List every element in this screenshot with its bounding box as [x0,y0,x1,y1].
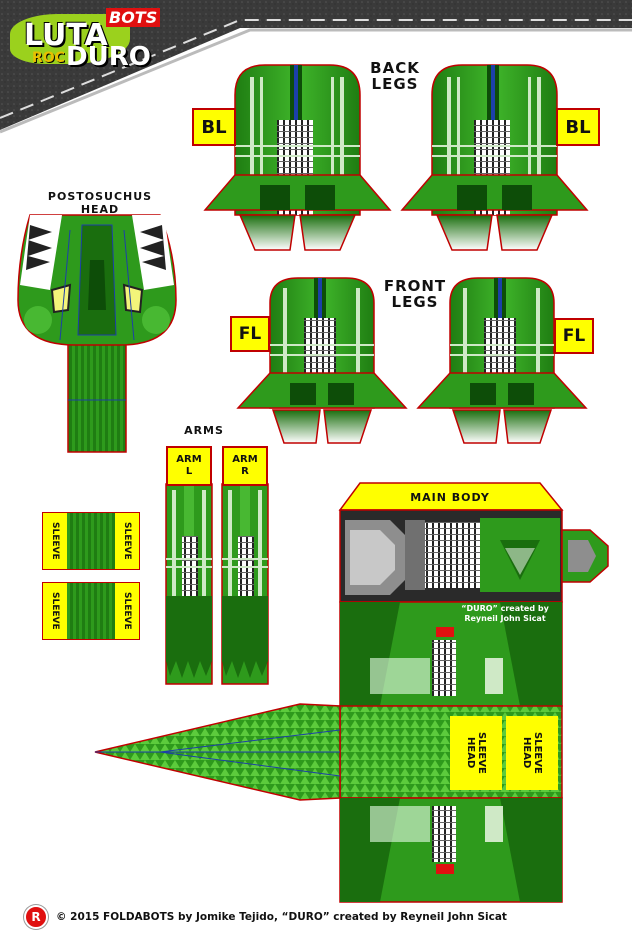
tag-arm-l: ARM L [166,446,212,486]
sleeve-label: SLEEVE [122,522,132,560]
roblox-badge-icon: R [24,905,48,929]
front-legs-title: FRONT LEGS [383,277,447,311]
logo-bots: BOTS [106,8,161,27]
tag-arm-r: ARM R [222,446,268,486]
sleeve-label: SLEEVE [50,592,60,630]
footer: R © 2015 FOLDABOTS by Jomike Tejido, “DU… [24,905,624,929]
tag-bl-left: BL [192,108,236,146]
logo-lutabots: LUTA [24,18,108,53]
sleeve-label: SLEEVE [50,522,60,560]
head-sleeve-label-2: HEAD SLEEVE [521,732,543,774]
logo-duro: DURO [66,42,151,72]
footer-text: © 2015 FOLDABOTS by Jomike Tejido, “DURO… [56,911,507,923]
tag-fl-right: FL [554,318,594,354]
tag-fl-left: FL [230,316,270,352]
sleeve-label: SLEEVE [122,592,132,630]
logo-roc: ROC [32,50,65,66]
tag-bl-right: BL [556,108,600,146]
logo: LUTA BOTS ROC DURO [10,4,161,94]
head-title: POSTOSUCHUS HEAD [47,190,153,216]
arms-title: ARMS [184,424,224,437]
main-body-label: MAIN BODY [410,491,490,504]
sleeve-bottom: SLEEVE SLEEVE [42,582,140,640]
credit-text: “DURO” created by Reyneil John Sicat [461,604,549,623]
back-legs-title: BACK LEGS [370,59,420,93]
sleeve-top: SLEEVE SLEEVE [42,512,140,570]
head-sleeve-label-1: HEAD SLEEVE [465,732,487,774]
